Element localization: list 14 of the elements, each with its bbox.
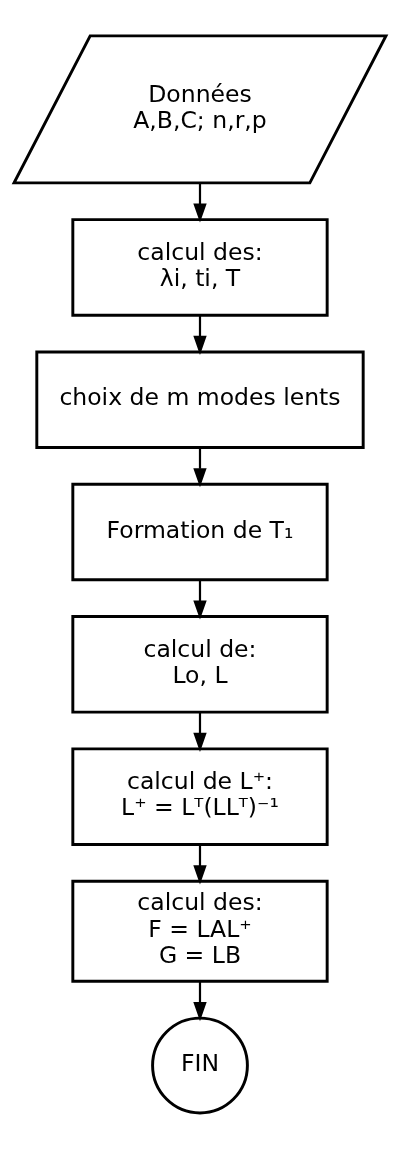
arrow	[193, 580, 207, 620]
node-box: calcul de L⁺: L⁺ = Lᵀ(LLᵀ)⁻¹	[71, 747, 329, 846]
arrow	[193, 182, 207, 223]
arrow	[193, 315, 207, 355]
node-box: calcul des: F = LAL⁺ G = LB	[71, 879, 329, 983]
arrow	[193, 712, 207, 752]
arrow	[193, 447, 207, 488]
arrow	[193, 981, 207, 1022]
node-circle: FIN	[151, 1016, 249, 1115]
arrow	[193, 844, 207, 885]
node-box: calcul de: Lo, L	[71, 615, 329, 714]
node-box: calcul des: λi, ti, T	[71, 218, 329, 317]
node-box: Formation de T₁	[71, 482, 329, 582]
node-box: choix de m modes lents	[35, 350, 365, 449]
